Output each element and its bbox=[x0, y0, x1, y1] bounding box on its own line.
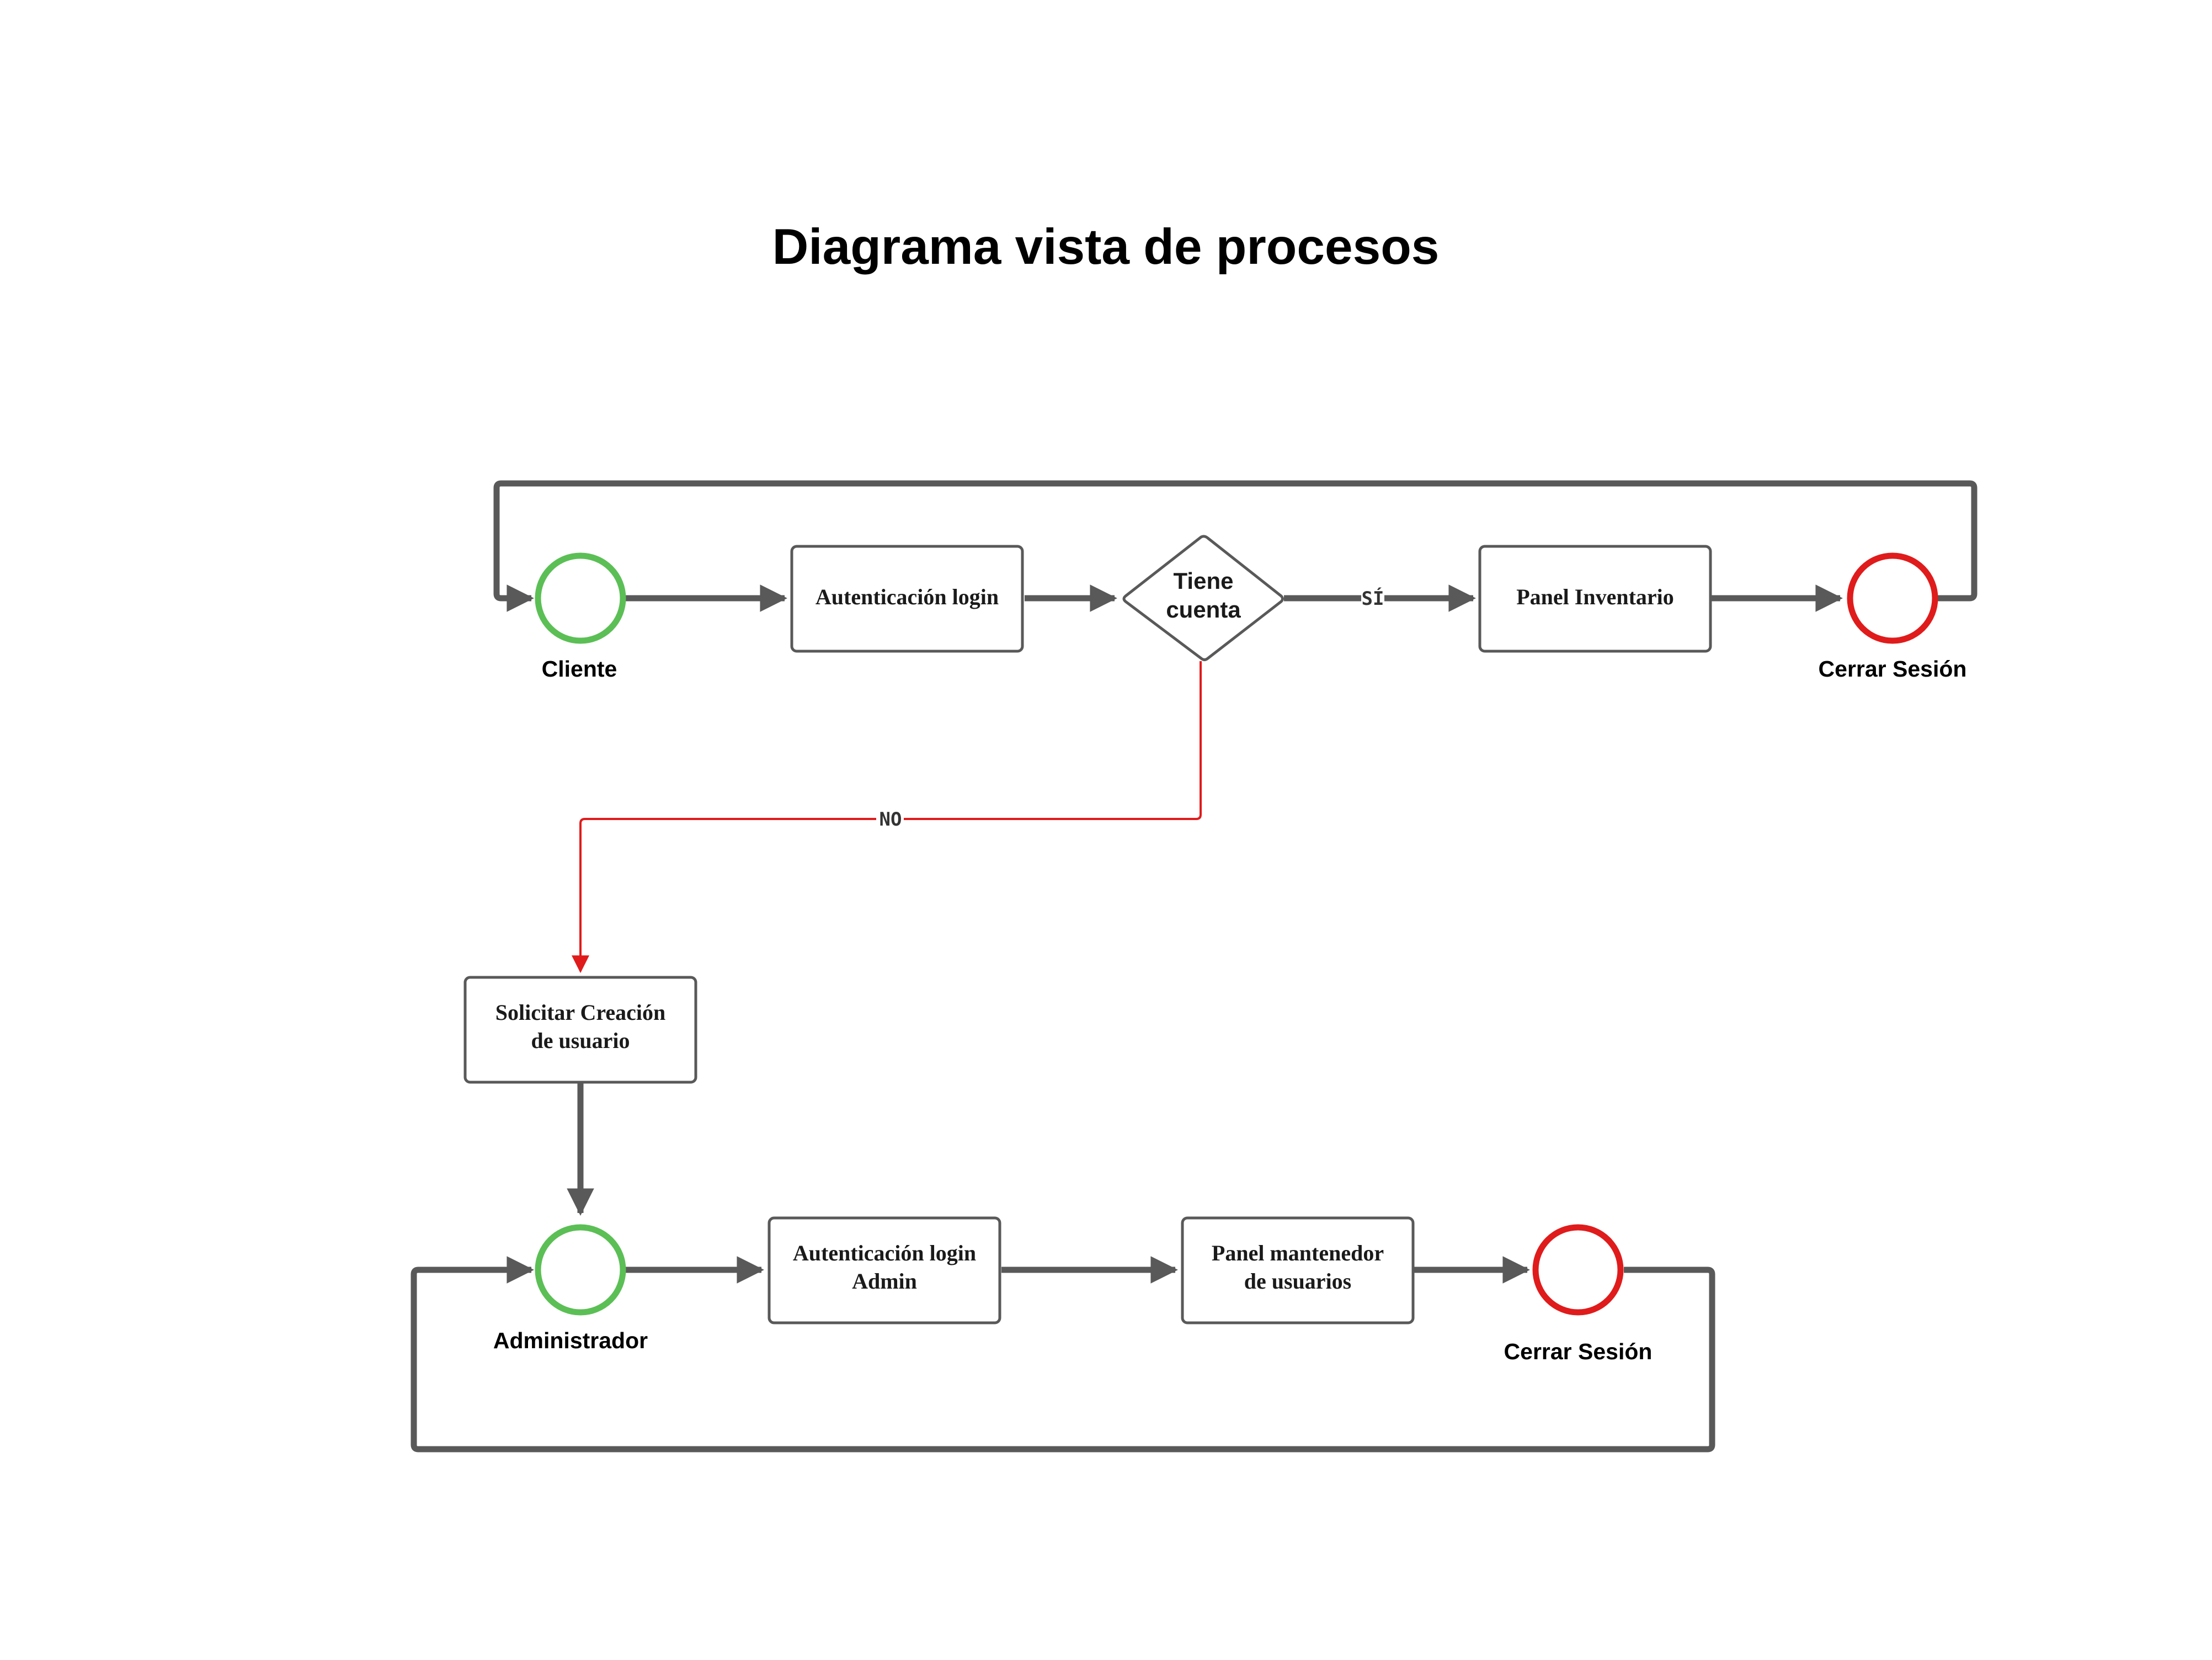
label-solicitar-line2: de usuario bbox=[531, 1028, 630, 1053]
end-event-cerrar-sesion-2 bbox=[1532, 1224, 1624, 1316]
edge-label-yes: SÍ bbox=[1362, 587, 1384, 610]
task-panel-mantenedor bbox=[1181, 1216, 1415, 1324]
task-solicitar-creacion bbox=[463, 976, 697, 1084]
decision-label-line2: cuenta bbox=[1166, 597, 1241, 622]
label-autenticacion-login: Autenticación login bbox=[815, 584, 999, 609]
task-panel-inventario bbox=[1478, 545, 1712, 653]
start-event-administrador bbox=[535, 1224, 626, 1316]
label-panel-mantenedor-line2: de usuarios bbox=[1244, 1269, 1352, 1294]
start-event-cliente bbox=[535, 552, 626, 644]
loop-connector-bottom bbox=[411, 1256, 1715, 1452]
edge-label-no: NO bbox=[880, 808, 902, 831]
label-administrador: Administrador bbox=[493, 1328, 648, 1353]
loop-connector-top bbox=[493, 480, 1978, 612]
no-label-bg bbox=[876, 809, 904, 829]
label-panel-mantenedor-line1: Panel mantenedor bbox=[1212, 1241, 1384, 1265]
yes-label-bg bbox=[1361, 585, 1384, 609]
diagram-title: Diagrama vista de procesos bbox=[772, 219, 1440, 275]
label-cliente: Cliente bbox=[542, 656, 617, 682]
task-autenticacion-login bbox=[790, 545, 1024, 653]
label-cerrar-sesion-1: Cerrar Sesión bbox=[1819, 656, 1967, 682]
task-autenticacion-login-admin bbox=[767, 1216, 1001, 1324]
label-auth-admin-line1: Autenticación login bbox=[793, 1241, 976, 1265]
decision-tiene-cuenta bbox=[1122, 535, 1284, 661]
label-auth-admin-line2: Admin bbox=[852, 1269, 917, 1294]
decision-label-line1: Tiene bbox=[1174, 568, 1234, 594]
label-cerrar-sesion-2: Cerrar Sesión bbox=[1504, 1339, 1653, 1364]
label-panel-inventario: Panel Inventario bbox=[1516, 584, 1674, 609]
label-solicitar-line1: Solicitar Creación bbox=[495, 1000, 665, 1025]
end-event-cerrar-sesion-1 bbox=[1847, 552, 1938, 644]
